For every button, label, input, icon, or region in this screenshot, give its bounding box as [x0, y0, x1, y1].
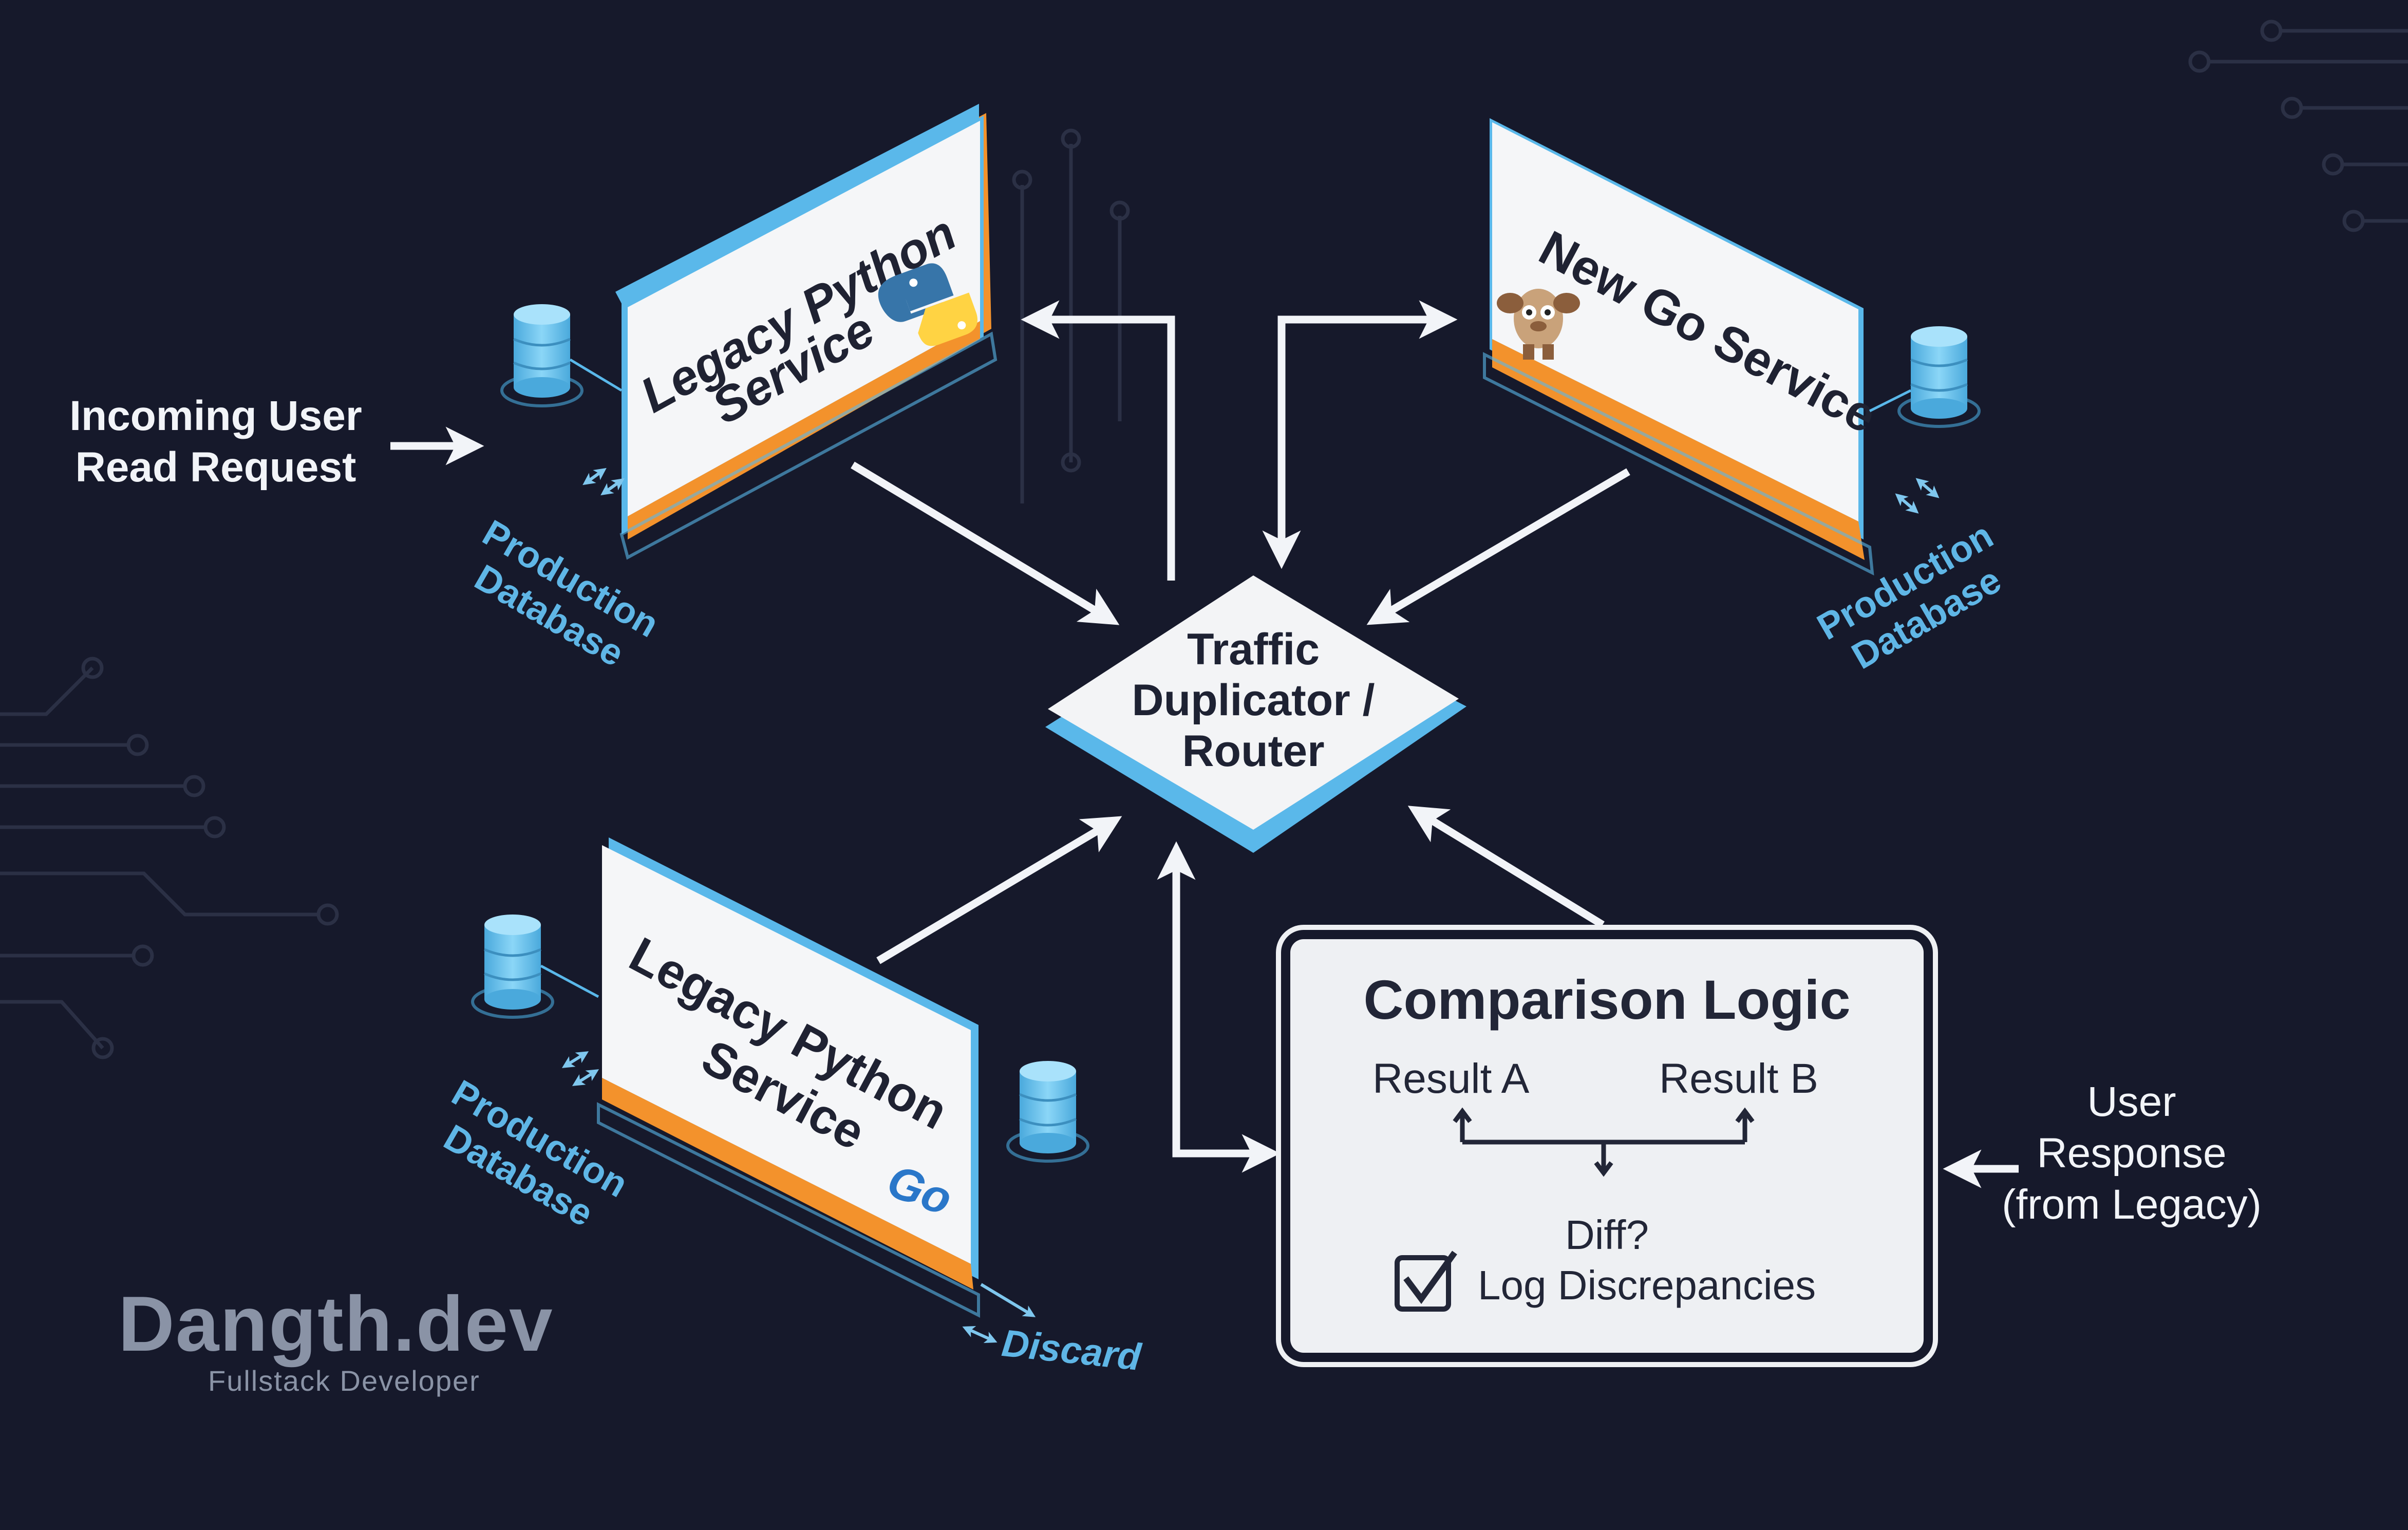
arrow-comparison-to-router	[1407, 806, 1605, 928]
diff-label: Diff?	[1565, 1212, 1649, 1258]
result-a-label: Result A	[1372, 1055, 1530, 1102]
arrow-router-go	[1262, 300, 1458, 569]
database-icon-discard	[962, 1061, 1089, 1343]
log-discrepancies-label: Log Discrepancies	[1478, 1262, 1816, 1308]
arrow-router-legacy-top	[1021, 300, 1175, 581]
user-response-line2: Response	[2037, 1130, 2227, 1177]
legacy-python-service-bottom: Legacy Python Service Go	[597, 837, 980, 1318]
result-b-label: Result B	[1659, 1055, 1818, 1102]
comparison-logic-panel: Comparison Logic Result A Result B Diff?…	[1290, 939, 1924, 1353]
database-icon-top-right	[1869, 326, 1981, 514]
diff-connector	[1395, 1107, 1755, 1312]
arrow-legacy-bottom-to-router	[876, 816, 1122, 964]
arrow-router-to-comparison	[1157, 841, 1281, 1173]
python-logo-icon	[878, 263, 977, 346]
user-response-line1: User	[2087, 1078, 2176, 1125]
user-response-label: User Response (from Legacy)	[1983, 1076, 2281, 1230]
flow-arrows	[390, 300, 2019, 1188]
traffic-router-node	[1045, 575, 1466, 853]
router-line2: Duplicator /	[1132, 675, 1375, 725]
checkbox-icon	[1395, 1251, 1457, 1312]
router-line1: Traffic	[1187, 625, 1320, 674]
arrow-go-to-router	[1366, 468, 1630, 625]
database-icon-top-left	[500, 304, 625, 496]
gopher-mascot-icon	[1497, 289, 1580, 360]
legacy-python-service-top: Legacy Python Service	[615, 104, 998, 560]
incoming-request-label: Incoming User Read Request	[46, 390, 385, 493]
incoming-request-line1: Incoming User	[69, 393, 362, 439]
router-label: Traffic Duplicator / Router	[1094, 624, 1413, 777]
brand-tagline: Fullstack Developer	[208, 1365, 480, 1397]
arrow-legacy-top-to-router	[851, 461, 1120, 625]
router-line3: Router	[1182, 726, 1325, 776]
new-go-service: New Go Service	[1483, 118, 1886, 576]
comparison-title: Comparison Logic	[1363, 968, 1851, 1031]
brand-logo-text: Dangth.dev	[118, 1280, 554, 1368]
user-response-line3: (from Legacy)	[2002, 1181, 2262, 1228]
incoming-request-line2: Read Request	[75, 444, 356, 491]
database-icon-bottom-left	[471, 915, 599, 1086]
circuit-traces	[0, 20, 2408, 1059]
